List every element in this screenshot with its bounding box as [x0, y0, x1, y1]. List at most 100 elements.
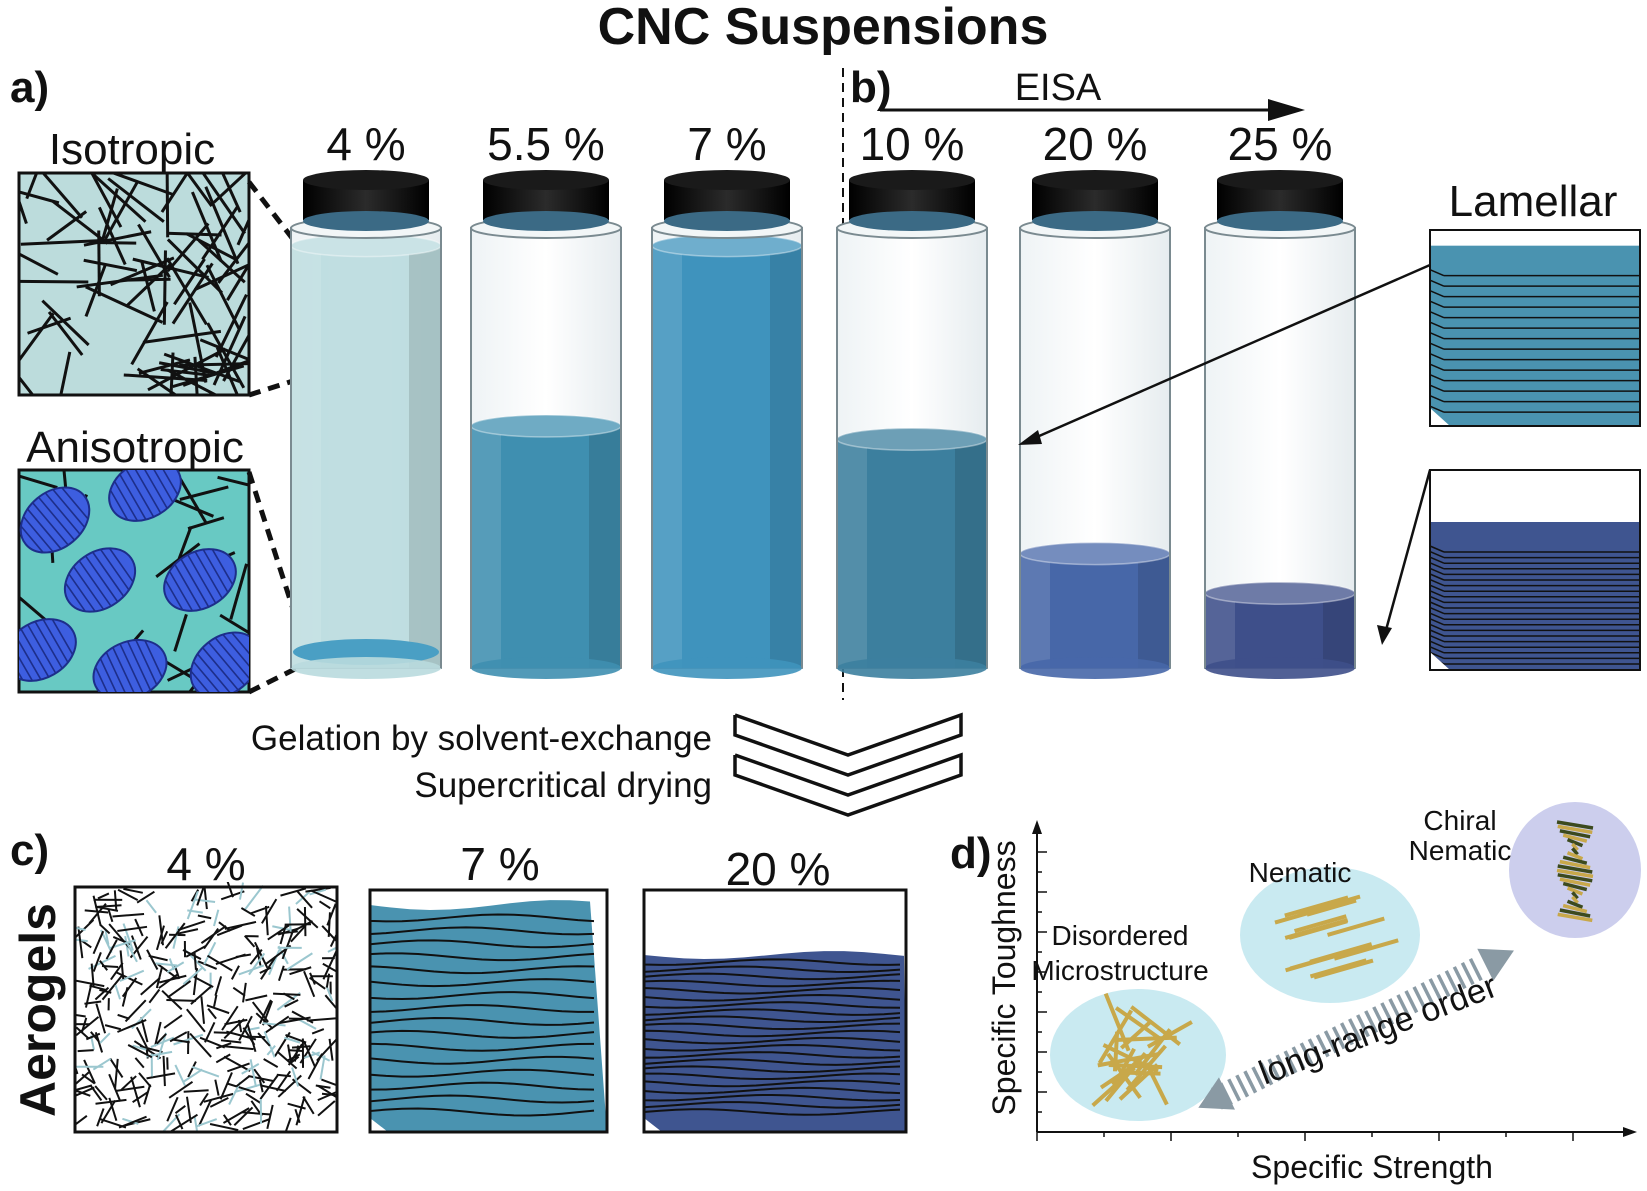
cnc-rod: [1284, 895, 1349, 918]
aerogel-label-1: 4 %: [166, 838, 245, 890]
cnc-rod: [1294, 914, 1347, 934]
cnc-rod: [217, 475, 249, 487]
lamellar-label: Lamellar: [1449, 177, 1618, 226]
cnc-rod: [125, 263, 171, 308]
cnc-rod: [1313, 958, 1374, 980]
aerogel-7pct-lamellae: [368, 888, 609, 1134]
chevron-down-icon-2: [733, 752, 963, 817]
cnc-rod: [46, 210, 88, 242]
cnc-rod: [165, 173, 170, 238]
cnc-rod: [147, 347, 227, 392]
cnc-rod: [188, 302, 208, 383]
cnc-rod: [1099, 1065, 1133, 1090]
pointer-arrow-2: [1384, 469, 1432, 631]
vial-liquid: [471, 426, 621, 668]
disordered-ellipse: [1050, 989, 1226, 1121]
property-plot: [1032, 820, 1637, 1141]
lamellar-box-navy: [1429, 469, 1641, 671]
vial-liquid: [652, 245, 802, 668]
vial-liquid: [291, 245, 441, 668]
cnc-rod: [47, 311, 84, 356]
cnc-rod: [104, 179, 140, 240]
pointer-arrow-1: [1029, 263, 1431, 442]
cnc-rod: [176, 473, 208, 524]
eisa-label: EISA: [1015, 67, 1102, 109]
anisotropic-tactoids: [19, 470, 249, 692]
y-axis-label: Specific Toughness: [986, 840, 1022, 1115]
panel-a-letter: a): [10, 63, 49, 112]
pointer-arrow-1-head: [1018, 430, 1042, 445]
cnc-rod: [1284, 918, 1349, 940]
cnc-rod: [19, 190, 60, 205]
panel-b-letter: b): [850, 63, 892, 112]
pointer-arrow-2-head: [1377, 625, 1392, 645]
cnc-rod: [1333, 938, 1399, 961]
cnc-rod: [1306, 898, 1357, 917]
chiral-label-1: Chiral: [1423, 805, 1496, 836]
cnc-rod: [229, 563, 249, 620]
cnc-rod: [226, 261, 249, 301]
nematic-rods: [1274, 894, 1399, 980]
process-step-1: Gelation by solvent-exchange: [251, 719, 712, 758]
panel-c-letter: c): [10, 826, 49, 875]
tactoid: [108, 470, 182, 522]
cnc-rod: [110, 256, 175, 287]
cnc-rod: [166, 238, 224, 294]
cnc-rod: [1146, 1020, 1193, 1049]
cnc-rod: [166, 231, 222, 237]
cnc-rod: [173, 258, 206, 306]
cnc-rod: [20, 238, 109, 246]
eisa-arrow-head: [1268, 99, 1305, 121]
cnc-rod: [212, 315, 247, 386]
vial-5: 20 %: [1019, 118, 1171, 679]
cnc-rod: [19, 474, 58, 490]
cnc-rod: [83, 258, 138, 273]
chiral-helix: [1556, 820, 1594, 923]
cnc-rod: [109, 173, 174, 197]
cnc-rod: [138, 358, 191, 375]
cnc-rod: [166, 368, 219, 395]
vial-concentration-label: 20 %: [1043, 118, 1148, 170]
axis-ticks: [1036, 851, 1574, 1141]
cnc-rod: [204, 186, 240, 265]
cnc-rod: [59, 351, 72, 395]
cnc-rod: [41, 299, 90, 347]
lamellar-box-teal: [1429, 229, 1641, 427]
cnc-rod: [19, 595, 51, 625]
cnc-rod: [198, 239, 246, 284]
long-range-order-arrow: [1198, 948, 1514, 1110]
chevron-down-icon: [733, 712, 963, 777]
cnc-rod: [173, 613, 188, 652]
isotropic-label: Isotropic: [49, 125, 215, 174]
cnc-rod: [41, 173, 84, 219]
nematic-label: Nematic: [1249, 857, 1352, 888]
cnc-rod: [166, 222, 210, 273]
cnc-rod: [222, 332, 249, 382]
x-axis-label: Specific Strength: [1251, 1149, 1493, 1185]
anisotropic-label: Anisotropic: [26, 423, 244, 472]
cnc-rod: [1091, 1066, 1136, 1107]
cnc-rod: [171, 262, 214, 325]
aerogel-20pct-lamellae: [642, 888, 908, 1134]
cnc-rod: [1309, 958, 1367, 979]
vial-4: 10 %: [836, 118, 988, 679]
panel-d-letter: d): [950, 829, 992, 878]
cnc-rod: [212, 173, 248, 204]
tactoid: [189, 631, 249, 692]
vial-3: 7 %: [651, 118, 803, 679]
cnc-rod: [19, 279, 89, 284]
cnc-rod: [1103, 992, 1131, 1052]
cnc-rod: [19, 312, 55, 363]
tactoid: [19, 618, 77, 682]
isotropic-rods: [19, 173, 249, 395]
process-step-2: Supercritical drying: [414, 766, 712, 805]
cnc-rod: [1130, 1005, 1182, 1046]
vial-concentration-label: 25 %: [1228, 118, 1333, 170]
cnc-rod: [219, 613, 249, 635]
y-axis-arrow: [1032, 820, 1042, 834]
cnc-rod: [185, 173, 213, 208]
cnc-rod: [132, 257, 209, 279]
tactoid: [19, 486, 91, 554]
cnc-rod: [1144, 1062, 1169, 1106]
